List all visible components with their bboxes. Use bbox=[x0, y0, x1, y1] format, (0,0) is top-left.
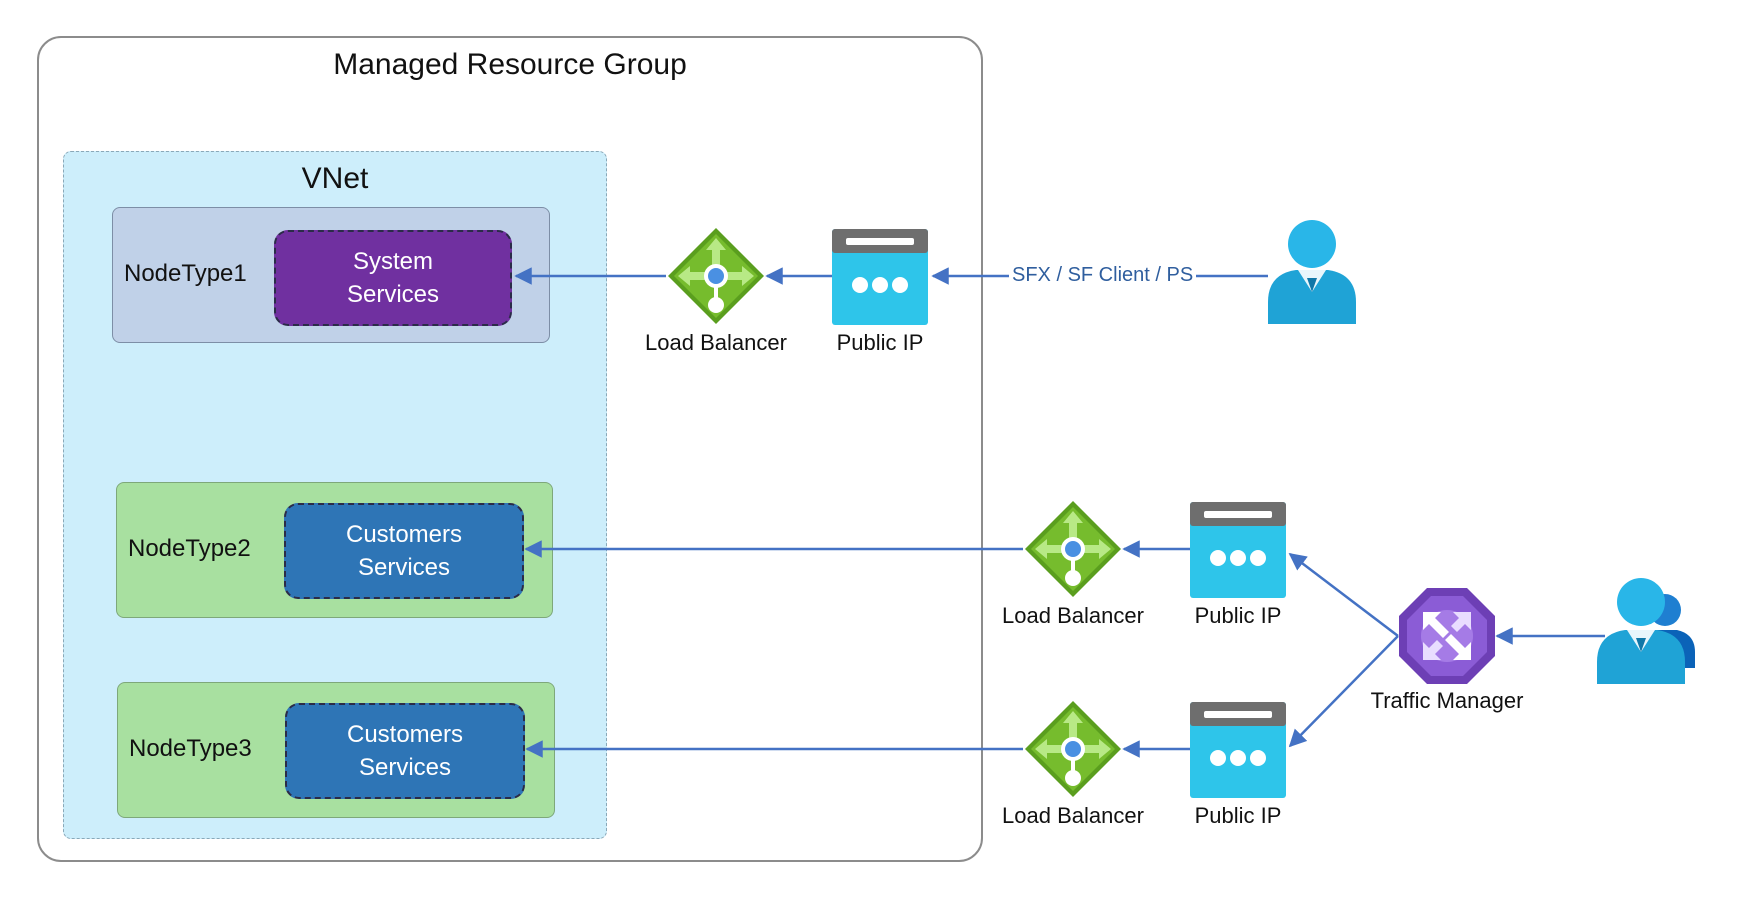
customers-services-box-2: Customers Services bbox=[285, 703, 525, 799]
customers-services-2-line2: Services bbox=[358, 754, 452, 781]
arrow-traffic-manager-to-public-ip-3 bbox=[1288, 635, 1399, 748]
system-services-line2: Services bbox=[346, 281, 440, 308]
vnet-title: VNet bbox=[301, 162, 369, 195]
public-ip-icon bbox=[1190, 702, 1286, 798]
users-group-icon bbox=[1597, 578, 1695, 684]
public-ip-1-label: Public IP bbox=[836, 330, 924, 355]
admin-link-label: SFX / SF Client / PS bbox=[1009, 264, 1197, 287]
arrow-traffic-manager-to-public-ip-2 bbox=[1288, 552, 1399, 637]
load-balancer-2-label: Load Balancer bbox=[1002, 603, 1144, 628]
customers-services-2-line1: Customers bbox=[346, 721, 464, 748]
system-services-box: System Services bbox=[274, 230, 512, 326]
customers-services-1-line1: Customers bbox=[345, 521, 463, 548]
load-balancer-3-label: Load Balancer bbox=[1002, 803, 1144, 828]
load-balancer-1-label: Load Balancer bbox=[645, 330, 787, 355]
public-ip-3-label: Public IP bbox=[1194, 803, 1282, 828]
nodetype2-label: NodeType2 bbox=[128, 535, 251, 562]
load-balancer-icon bbox=[1025, 501, 1121, 597]
traffic-manager-icon bbox=[1399, 588, 1495, 684]
nodetype1-label: NodeType1 bbox=[124, 260, 247, 287]
traffic-manager-label: Traffic Manager bbox=[1370, 688, 1524, 713]
public-ip-icon bbox=[1190, 502, 1286, 598]
resource-group-title: Managed Resource Group bbox=[333, 48, 687, 81]
system-services-line1: System bbox=[352, 248, 433, 275]
user-icon bbox=[1268, 220, 1356, 324]
nodetype3-label: NodeType3 bbox=[129, 735, 252, 762]
load-balancer-icon bbox=[1025, 701, 1121, 797]
load-balancer-icon bbox=[668, 228, 764, 324]
customers-services-box-1: Customers Services bbox=[284, 503, 524, 599]
public-ip-icon bbox=[832, 229, 928, 325]
customers-services-1-line2: Services bbox=[357, 554, 451, 581]
public-ip-2-label: Public IP bbox=[1194, 603, 1282, 628]
